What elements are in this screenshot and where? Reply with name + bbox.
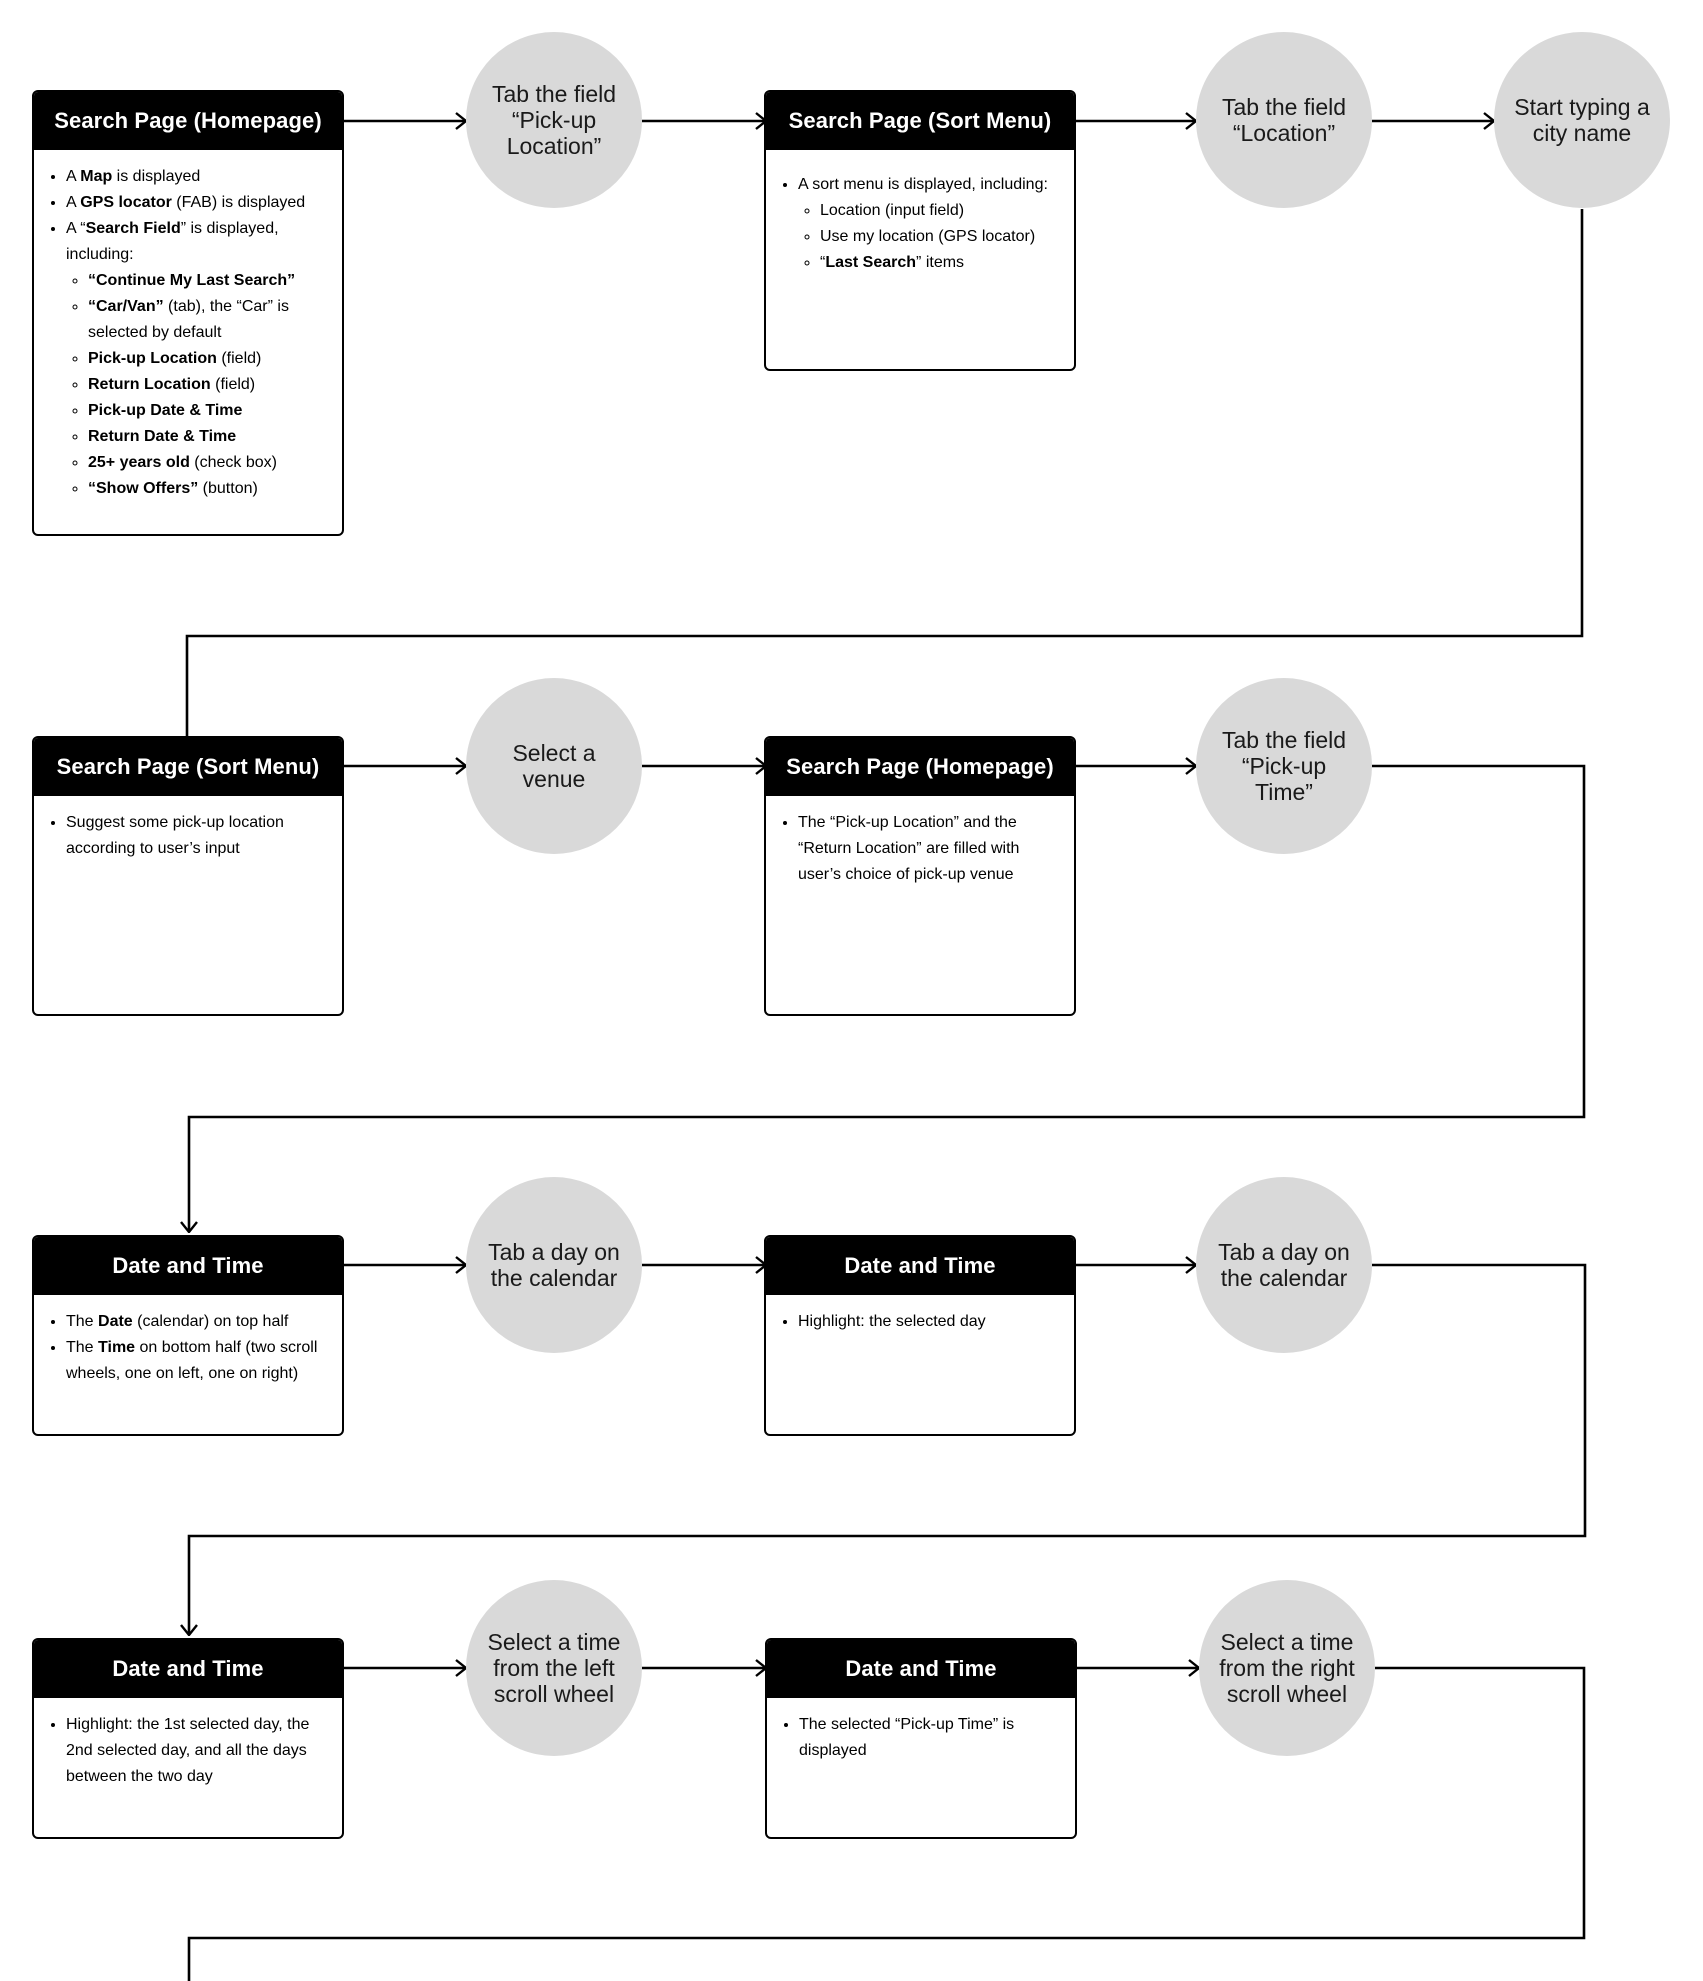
bullet-item: The “Pick-up Location” and the “Return L… (798, 810, 1062, 888)
card-bullet-list: Highlight: the selected day (780, 1309, 1062, 1335)
line-connector (187, 1666, 1586, 1981)
screen-card: Search Page (Sort Menu) A sort menu is d… (764, 90, 1076, 371)
card-title: Search Page (Homepage) (34, 92, 342, 150)
card-title: Search Page (Homepage) (766, 738, 1074, 796)
bullet-item: A Map is displayed (66, 164, 330, 190)
bullet-item: Location (input field) (820, 198, 1062, 224)
bullet-item: Suggest some pick-up location according … (66, 810, 330, 862)
card-bullet-list: The selected “Pick-up Time” is displayed (781, 1712, 1063, 1764)
bullet-item: A sort menu is displayed, including: Loc… (798, 172, 1062, 276)
bullet-item: Highlight: the 1st selected day, the 2nd… (66, 1712, 330, 1790)
bullet-item: Pick-up Location (field) (88, 346, 330, 372)
bullet-item: “Car/Van” (tab), the “Car” is selected b… (88, 294, 330, 346)
action-circle: Tab a day on the calendar (466, 1177, 642, 1353)
bullet-item: Return Location (field) (88, 372, 330, 398)
nested-bullet-list: “Continue My Last Search” “Car/Van” (tab… (66, 268, 330, 502)
bullet-item: The Date (calendar) on top half (66, 1309, 330, 1335)
screen-card: Date and Time The selected “Pick-up Time… (765, 1638, 1077, 1839)
card-title: Search Page (Sort Menu) (34, 738, 342, 796)
action-circle: Select a venue (466, 678, 642, 854)
bullet-item: The selected “Pick-up Time” is displayed (799, 1712, 1063, 1764)
action-circle: Tab a day on the calendar (1196, 1177, 1372, 1353)
nested-bullet-list: Location (input field) Use my location (… (798, 198, 1062, 276)
card-bullet-list: The Date (calendar) on top half The Time… (48, 1309, 330, 1387)
line-connector (185, 209, 1584, 736)
card-bullet-list: The “Pick-up Location” and the “Return L… (780, 810, 1062, 888)
action-circle: Start typing a city name (1494, 32, 1670, 208)
action-circle: Tab the field “Pick-up Location” (466, 32, 642, 208)
action-circle: Select a time from the right scroll whee… (1199, 1580, 1375, 1756)
screen-card: Search Page (Sort Menu) Suggest some pic… (32, 736, 344, 1016)
bullet-item: 25+ years old (check box) (88, 450, 330, 476)
bullet-item: A “Search Field” is displayed, including… (66, 216, 330, 502)
card-title: Date and Time (34, 1237, 342, 1295)
screen-card: Date and Time Highlight: the selected da… (764, 1235, 1076, 1436)
bullet-item: Pick-up Date & Time (88, 398, 330, 424)
action-circle: Select a time from the left scroll wheel (466, 1580, 642, 1756)
screen-card: Date and Time The Date (calendar) on top… (32, 1235, 344, 1436)
screen-card: Search Page (Homepage) A Map is displaye… (32, 90, 344, 536)
card-title: Date and Time (766, 1237, 1074, 1295)
card-bullet-list: A sort menu is displayed, including: Loc… (780, 172, 1062, 276)
bullet-item: Highlight: the selected day (798, 1309, 1062, 1335)
bullet-item: “Last Search” items (820, 250, 1062, 276)
bullet-item: “Continue My Last Search” (88, 268, 330, 294)
arrow-connector (189, 1263, 1587, 1635)
bullet-item: Return Date & Time (88, 424, 330, 450)
bullet-item: “Show Offers” (button) (88, 476, 330, 502)
bullet-item: A GPS locator (FAB) is displayed (66, 190, 330, 216)
card-bullet-list: Highlight: the 1st selected day, the 2nd… (48, 1712, 330, 1790)
arrow-connector (189, 764, 1586, 1232)
card-bullet-list: A Map is displayed A GPS locator (FAB) i… (48, 164, 330, 502)
screen-card: Date and Time Highlight: the 1st selecte… (32, 1638, 344, 1839)
card-title: Search Page (Sort Menu) (766, 92, 1074, 150)
bullet-item: The Time on bottom half (two scroll whee… (66, 1335, 330, 1387)
action-circle: Tab the field “Location” (1196, 32, 1372, 208)
screen-card: Search Page (Homepage) The “Pick-up Loca… (764, 736, 1076, 1016)
bullet-item: Use my location (GPS locator) (820, 224, 1062, 250)
card-title: Date and Time (767, 1640, 1075, 1698)
card-bullet-list: Suggest some pick-up location according … (48, 810, 330, 862)
action-circle: Tab the field “Pick-up Time” (1196, 678, 1372, 854)
card-title: Date and Time (34, 1640, 342, 1698)
